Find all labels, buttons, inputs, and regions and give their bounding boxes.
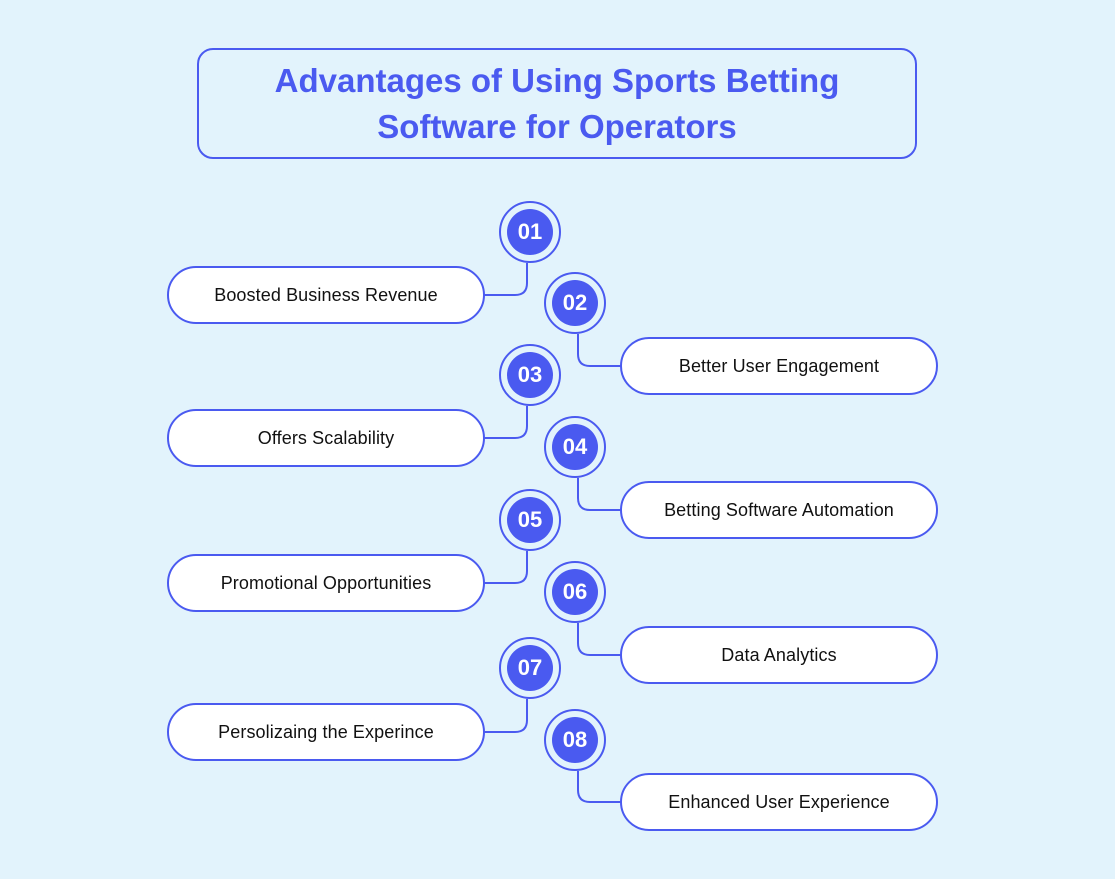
advantage-pill-4: Betting Software Automation [620, 481, 938, 539]
number-badge-label: 01 [507, 209, 553, 255]
connector-2 [577, 334, 622, 367]
number-badge-1: 01 [499, 201, 561, 263]
connector-5 [483, 551, 528, 584]
advantage-pill-8: Enhanced User Experience [620, 773, 938, 831]
number-badge-label: 03 [507, 352, 553, 398]
connector-3 [483, 406, 528, 439]
connector-7 [483, 699, 528, 733]
advantage-pill-5: Promotional Opportunities [167, 554, 485, 612]
number-badge-7: 07 [499, 637, 561, 699]
number-badge-label: 04 [552, 424, 598, 470]
number-badge-label: 02 [552, 280, 598, 326]
connector-6 [577, 623, 622, 656]
advantage-pill-7: Persolizaing the Experince [167, 703, 485, 761]
advantage-pill-3: Offers Scalability [167, 409, 485, 467]
number-badge-8: 08 [544, 709, 606, 771]
connector-4 [577, 478, 622, 511]
number-badge-5: 05 [499, 489, 561, 551]
connector-1 [483, 263, 528, 296]
connector-8 [577, 771, 622, 803]
number-badge-label: 05 [507, 497, 553, 543]
advantage-pill-6: Data Analytics [620, 626, 938, 684]
number-badge-4: 04 [544, 416, 606, 478]
advantage-pill-2: Better User Engagement [620, 337, 938, 395]
title-box: Advantages of Using Sports Betting Softw… [197, 48, 917, 159]
number-badge-label: 07 [507, 645, 553, 691]
number-badge-label: 08 [552, 717, 598, 763]
number-badge-label: 06 [552, 569, 598, 615]
number-badge-3: 03 [499, 344, 561, 406]
number-badge-6: 06 [544, 561, 606, 623]
number-badge-2: 02 [544, 272, 606, 334]
advantage-pill-1: Boosted Business Revenue [167, 266, 485, 324]
page-title: Advantages of Using Sports Betting Softw… [274, 61, 840, 145]
